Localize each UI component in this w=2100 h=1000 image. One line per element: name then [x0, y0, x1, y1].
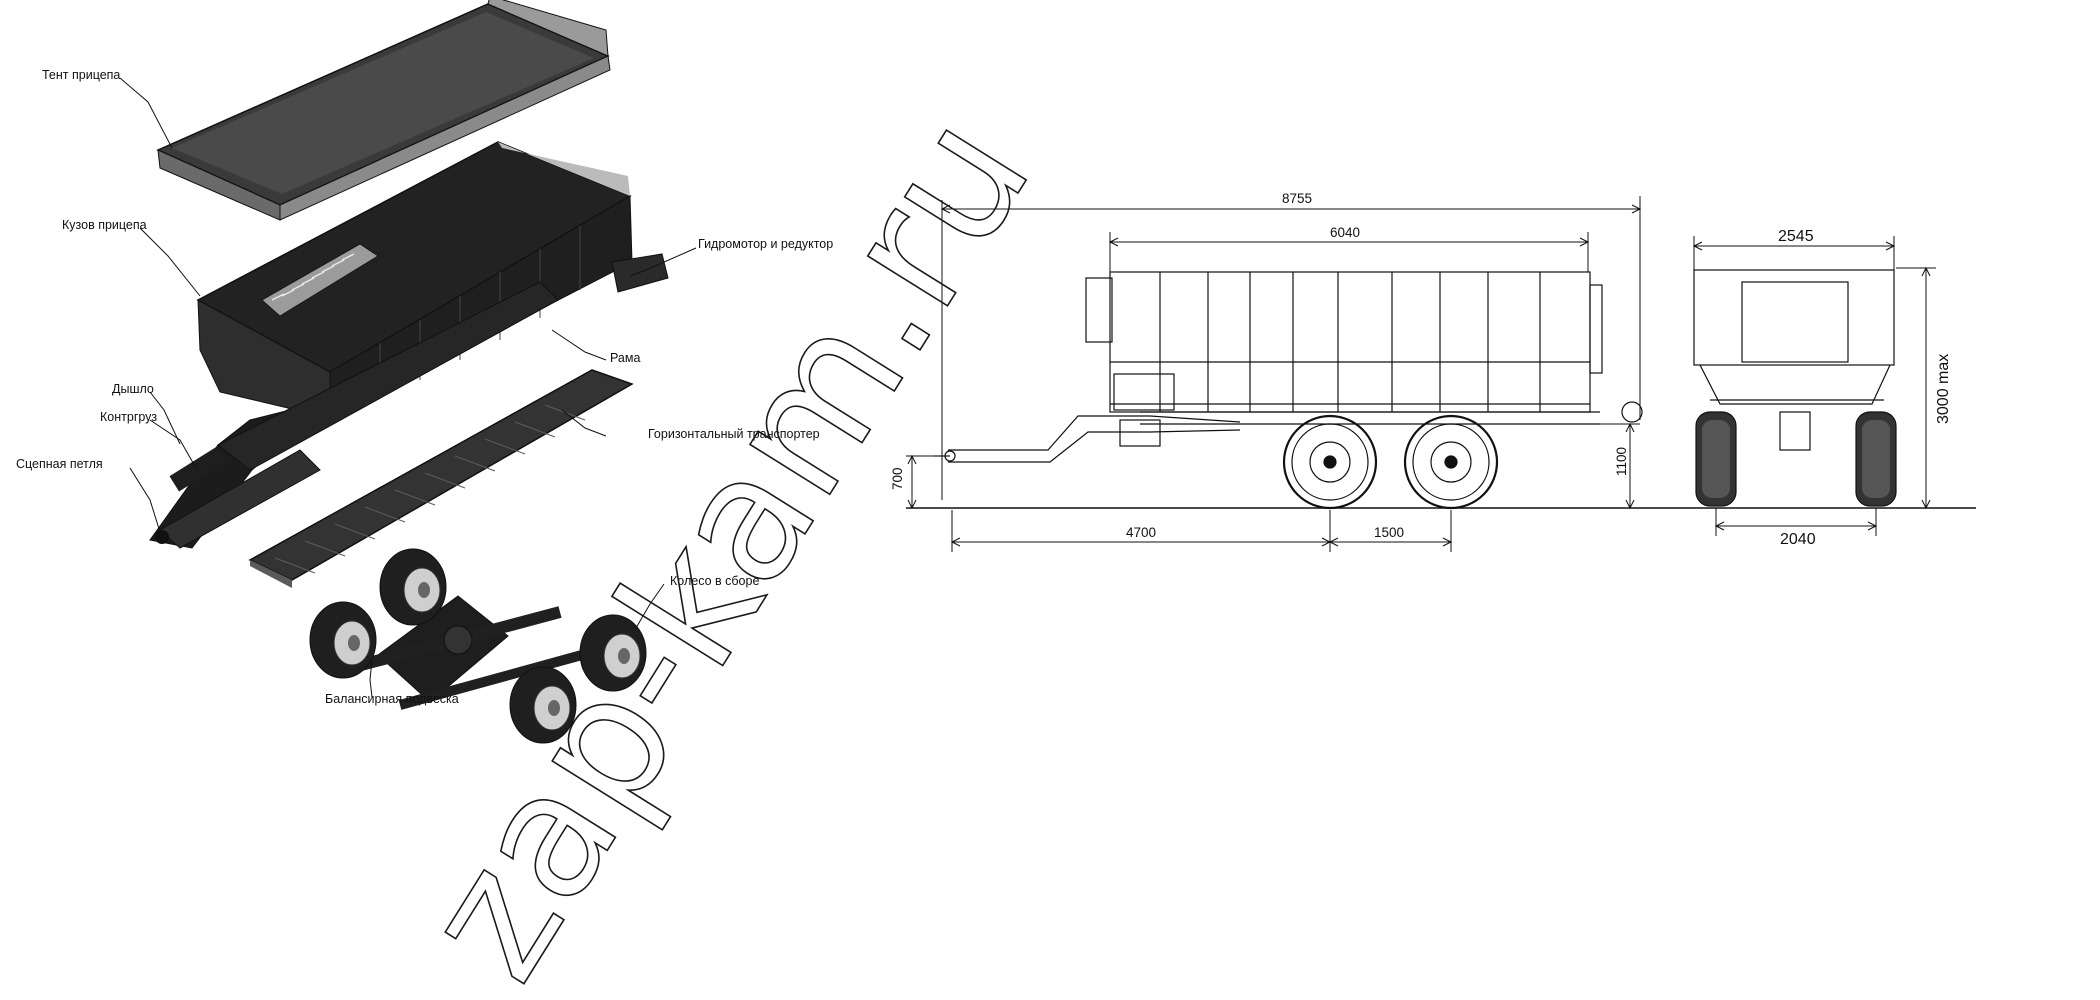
- trailer-frame: [149, 281, 559, 549]
- balance-suspension: [348, 595, 602, 710]
- dim-overall-width-label: 2545: [1778, 228, 1814, 245]
- wheel-4: [579, 614, 647, 692]
- wheel-assembly: [309, 548, 647, 744]
- rear-body: [1693, 269, 1895, 366]
- rear-view: 2545 3000 max 2040: [1692, 228, 1952, 548]
- label-hydromotor: Гидромотор и редуктор: [698, 237, 833, 251]
- dim-overall-width: [1692, 236, 1896, 270]
- dim-track-width: [1714, 508, 1878, 536]
- wheel-3: [509, 666, 577, 744]
- dim-overall-length-label: 8755: [1282, 191, 1312, 206]
- label-tent: Тент прицепа: [42, 68, 120, 82]
- dim-track-width-label: 2040: [1780, 531, 1816, 548]
- leader-lines: [119, 77, 697, 698]
- horizontal-conveyor: [248, 369, 634, 588]
- dim-hitch-to-axle: [950, 510, 1332, 552]
- label-body: Кузов прицепа: [62, 218, 147, 232]
- gearbox-icon: [1621, 401, 1643, 423]
- wheel-1: [309, 601, 377, 679]
- label-frame: Рама: [610, 351, 640, 365]
- side-wheel-front: [1282, 414, 1378, 510]
- label-suspension: Балансирная подвеска: [325, 692, 459, 706]
- dim-floor-height: [1600, 422, 1640, 510]
- label-drawbar: Дышло: [112, 382, 154, 396]
- dim-body-length-label: 6040: [1330, 225, 1360, 240]
- dim-max-height-label: 3000 max: [1935, 354, 1952, 424]
- label-conveyor: Горизонтальный транспортер: [648, 427, 820, 441]
- dim-hitch-height: [906, 454, 940, 510]
- side-wheel-rear: [1403, 414, 1499, 510]
- label-hitch-loop: Сцепная петля: [16, 457, 103, 471]
- dim-hitch-to-axle-label: 4700: [1126, 525, 1156, 540]
- dim-axle-spacing-label: 1500: [1374, 525, 1404, 540]
- dim-overall-length: [940, 196, 1642, 500]
- side-view: 8755 6040 700 1100: [890, 191, 1976, 552]
- dim-axle-spacing: [1328, 510, 1453, 552]
- side-drawbar: [934, 411, 1600, 463]
- label-counterweight: Контргруз: [100, 410, 157, 424]
- side-body: [1085, 271, 1603, 413]
- dim-hitch-height-label: 700: [890, 467, 905, 490]
- wheel-2: [379, 548, 447, 626]
- label-wheel: Колесо в сборе: [670, 574, 759, 588]
- dim-max-height: [1896, 266, 1936, 510]
- rear-wheel-left: [1695, 411, 1737, 507]
- dim-floor-height-label: 1100: [1614, 447, 1629, 476]
- exploded-view: Тент прицепа Кузов прицепа Гидромотор и …: [16, 0, 833, 744]
- trailer-tent: [156, 0, 611, 221]
- rear-wheel-right: [1855, 411, 1897, 507]
- dim-body-length: [1108, 232, 1590, 272]
